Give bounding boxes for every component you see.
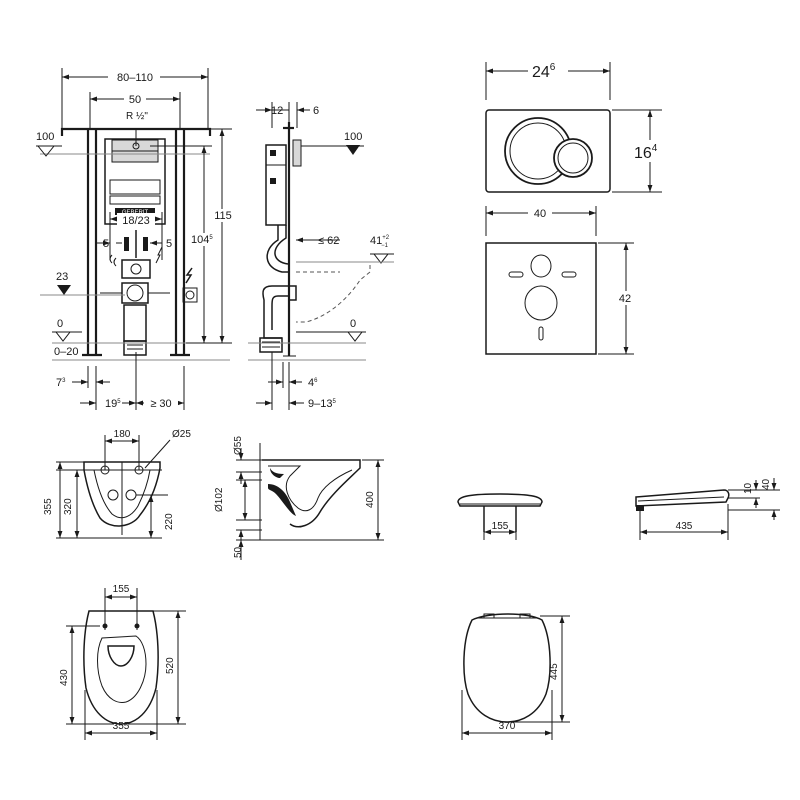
dim-panel-height: 42 [619,293,631,305]
level-100-right: 100 [344,131,362,143]
bowl-top-view: 155 430 520 355 [59,584,186,740]
dim-320: 320 [63,498,74,515]
dim-520: 520 [165,657,176,674]
dim-370: 370 [499,721,516,732]
dim-diameter-25: Ø25 [172,429,191,440]
dim-4-6: 46 [308,377,318,389]
dim-355-top: 355 [113,721,130,732]
dim-50: 50 [233,546,244,558]
dim-19-5: 195 [105,398,121,410]
dim-10: 10 [743,482,754,494]
dim-180: 180 [114,429,131,440]
dim-445: 445 [549,663,560,680]
level-floor-range: 0–20 [54,346,78,358]
dim-plate-width: 246 [532,62,556,81]
dim-41: 41+2−1 [370,235,390,249]
dim-435: 435 [676,521,693,532]
wall-panel-outline [485,242,597,355]
level-23: 23 [56,271,68,283]
dim-9-13-5: 9–135 [308,398,336,410]
level-100-left: 100 [36,131,54,143]
dim-plate-height: 164 [634,143,658,162]
dim-102: Ø102 [214,487,225,512]
flush-plate-view: 246 164 [485,60,668,193]
dim-seat-155: 155 [492,521,509,532]
dim-355-front: 355 [43,498,54,515]
dim-connection: R ½" [126,111,148,122]
dim-6: 6 [313,105,319,117]
seat-side-view: 435 10 40 [635,478,780,540]
level-0-right: 0 [350,318,356,330]
dim-430: 430 [59,669,70,686]
bowl-side-view: Ø55 Ø102 50 400 [214,436,384,560]
dim-40: 40 [761,478,772,490]
flush-plate-outline [485,109,611,193]
dim-220: 220 [164,513,175,530]
seat-front-view: 155 [457,493,543,540]
level-0-left: 0 [57,318,63,330]
dim-height-inner: 1045 [191,234,213,246]
dim-width-range: 80–110 [117,72,153,84]
dim-55: Ø55 [233,436,244,455]
wall-panel-view: 40 42 [485,206,637,355]
dim-right-5: 5 [166,238,172,250]
dim-155-top: 155 [113,584,130,595]
dim-7-3: 73 [56,377,66,389]
dim-height-total: 115 [214,210,232,222]
dim-max-62: ≤ 62 [318,235,339,247]
dim-12: 12 [271,105,283,117]
bowl-front-view: 180 Ø25 355 320 220 [43,429,191,539]
frame-side-view: 12 6 ≤ 62 41+2−1 100 [248,102,394,410]
dim-400: 400 [365,491,376,508]
dim-left-5: 5 [103,238,109,250]
frame-front-view: 80–110 50 R ½" GEBERIT 18/23 [36,68,233,410]
dim-frame-width: 50 [129,94,141,106]
flush-button-small [553,138,593,178]
dim-min-30: ≥ 30 [150,398,171,410]
seat-top-view: 445 370 [461,613,570,740]
dim-bolt-spacing: 18/23 [122,215,150,227]
dim-panel-width: 40 [534,208,546,220]
